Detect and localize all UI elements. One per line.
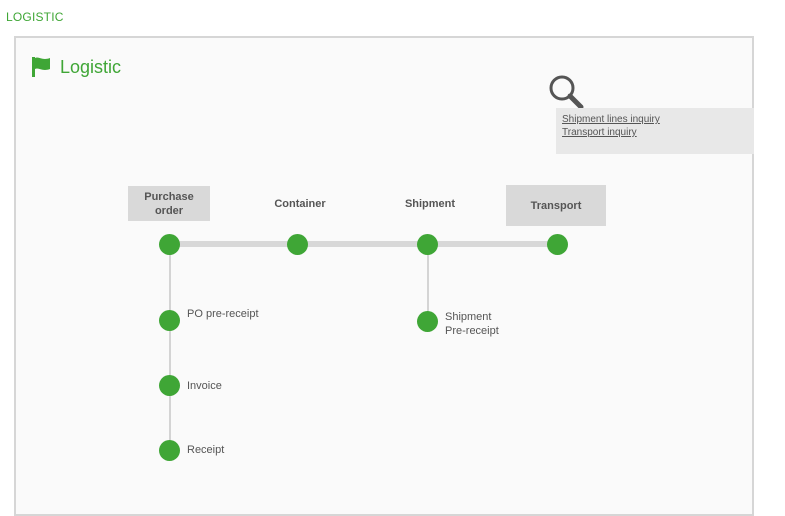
receipt-node[interactable] (159, 440, 180, 461)
flag-icon (32, 57, 50, 77)
stage-transport[interactable]: Transport (506, 185, 606, 226)
inquiry-links-box: Shipment lines inquiry Transport inquiry (556, 108, 754, 154)
panel-title: Logistic (60, 56, 122, 77)
shipment-lines-inquiry-link[interactable]: Shipment lines inquiry (562, 114, 660, 125)
shipment-pre-receipt-label[interactable]: Shipment Pre-receipt (445, 311, 499, 337)
magnifier-icon[interactable] (548, 74, 584, 110)
receipt-label[interactable]: Receipt (187, 444, 225, 456)
shipment-node[interactable] (417, 234, 438, 255)
stage-container[interactable]: Container (274, 198, 326, 210)
breadcrumb: LOGISTIC (6, 10, 64, 24)
container-node[interactable] (287, 234, 308, 255)
po-pre-receipt-label[interactable]: PO pre-receipt (187, 308, 259, 320)
stage-shipment[interactable]: Shipment (404, 198, 456, 210)
transport-node[interactable] (547, 234, 568, 255)
shipment-pre-receipt-node[interactable] (417, 311, 438, 332)
main-flow-line (171, 241, 561, 247)
purchase-branch-line (169, 246, 171, 453)
panel-header: Logistic (30, 56, 121, 78)
stage-purchase-order[interactable]: Purchase order (128, 186, 210, 221)
transport-inquiry-link[interactable]: Transport inquiry (562, 127, 637, 138)
stage-purchase-order-label: Purchase order (144, 190, 194, 217)
po-pre-receipt-node[interactable] (159, 310, 180, 331)
logistic-panel: Logistic Shipment lines inquiry Transpor… (14, 36, 754, 516)
shipment-branch-line (427, 246, 429, 320)
invoice-node[interactable] (159, 375, 180, 396)
purchase-order-node[interactable] (159, 234, 180, 255)
invoice-label[interactable]: Invoice (187, 380, 222, 392)
